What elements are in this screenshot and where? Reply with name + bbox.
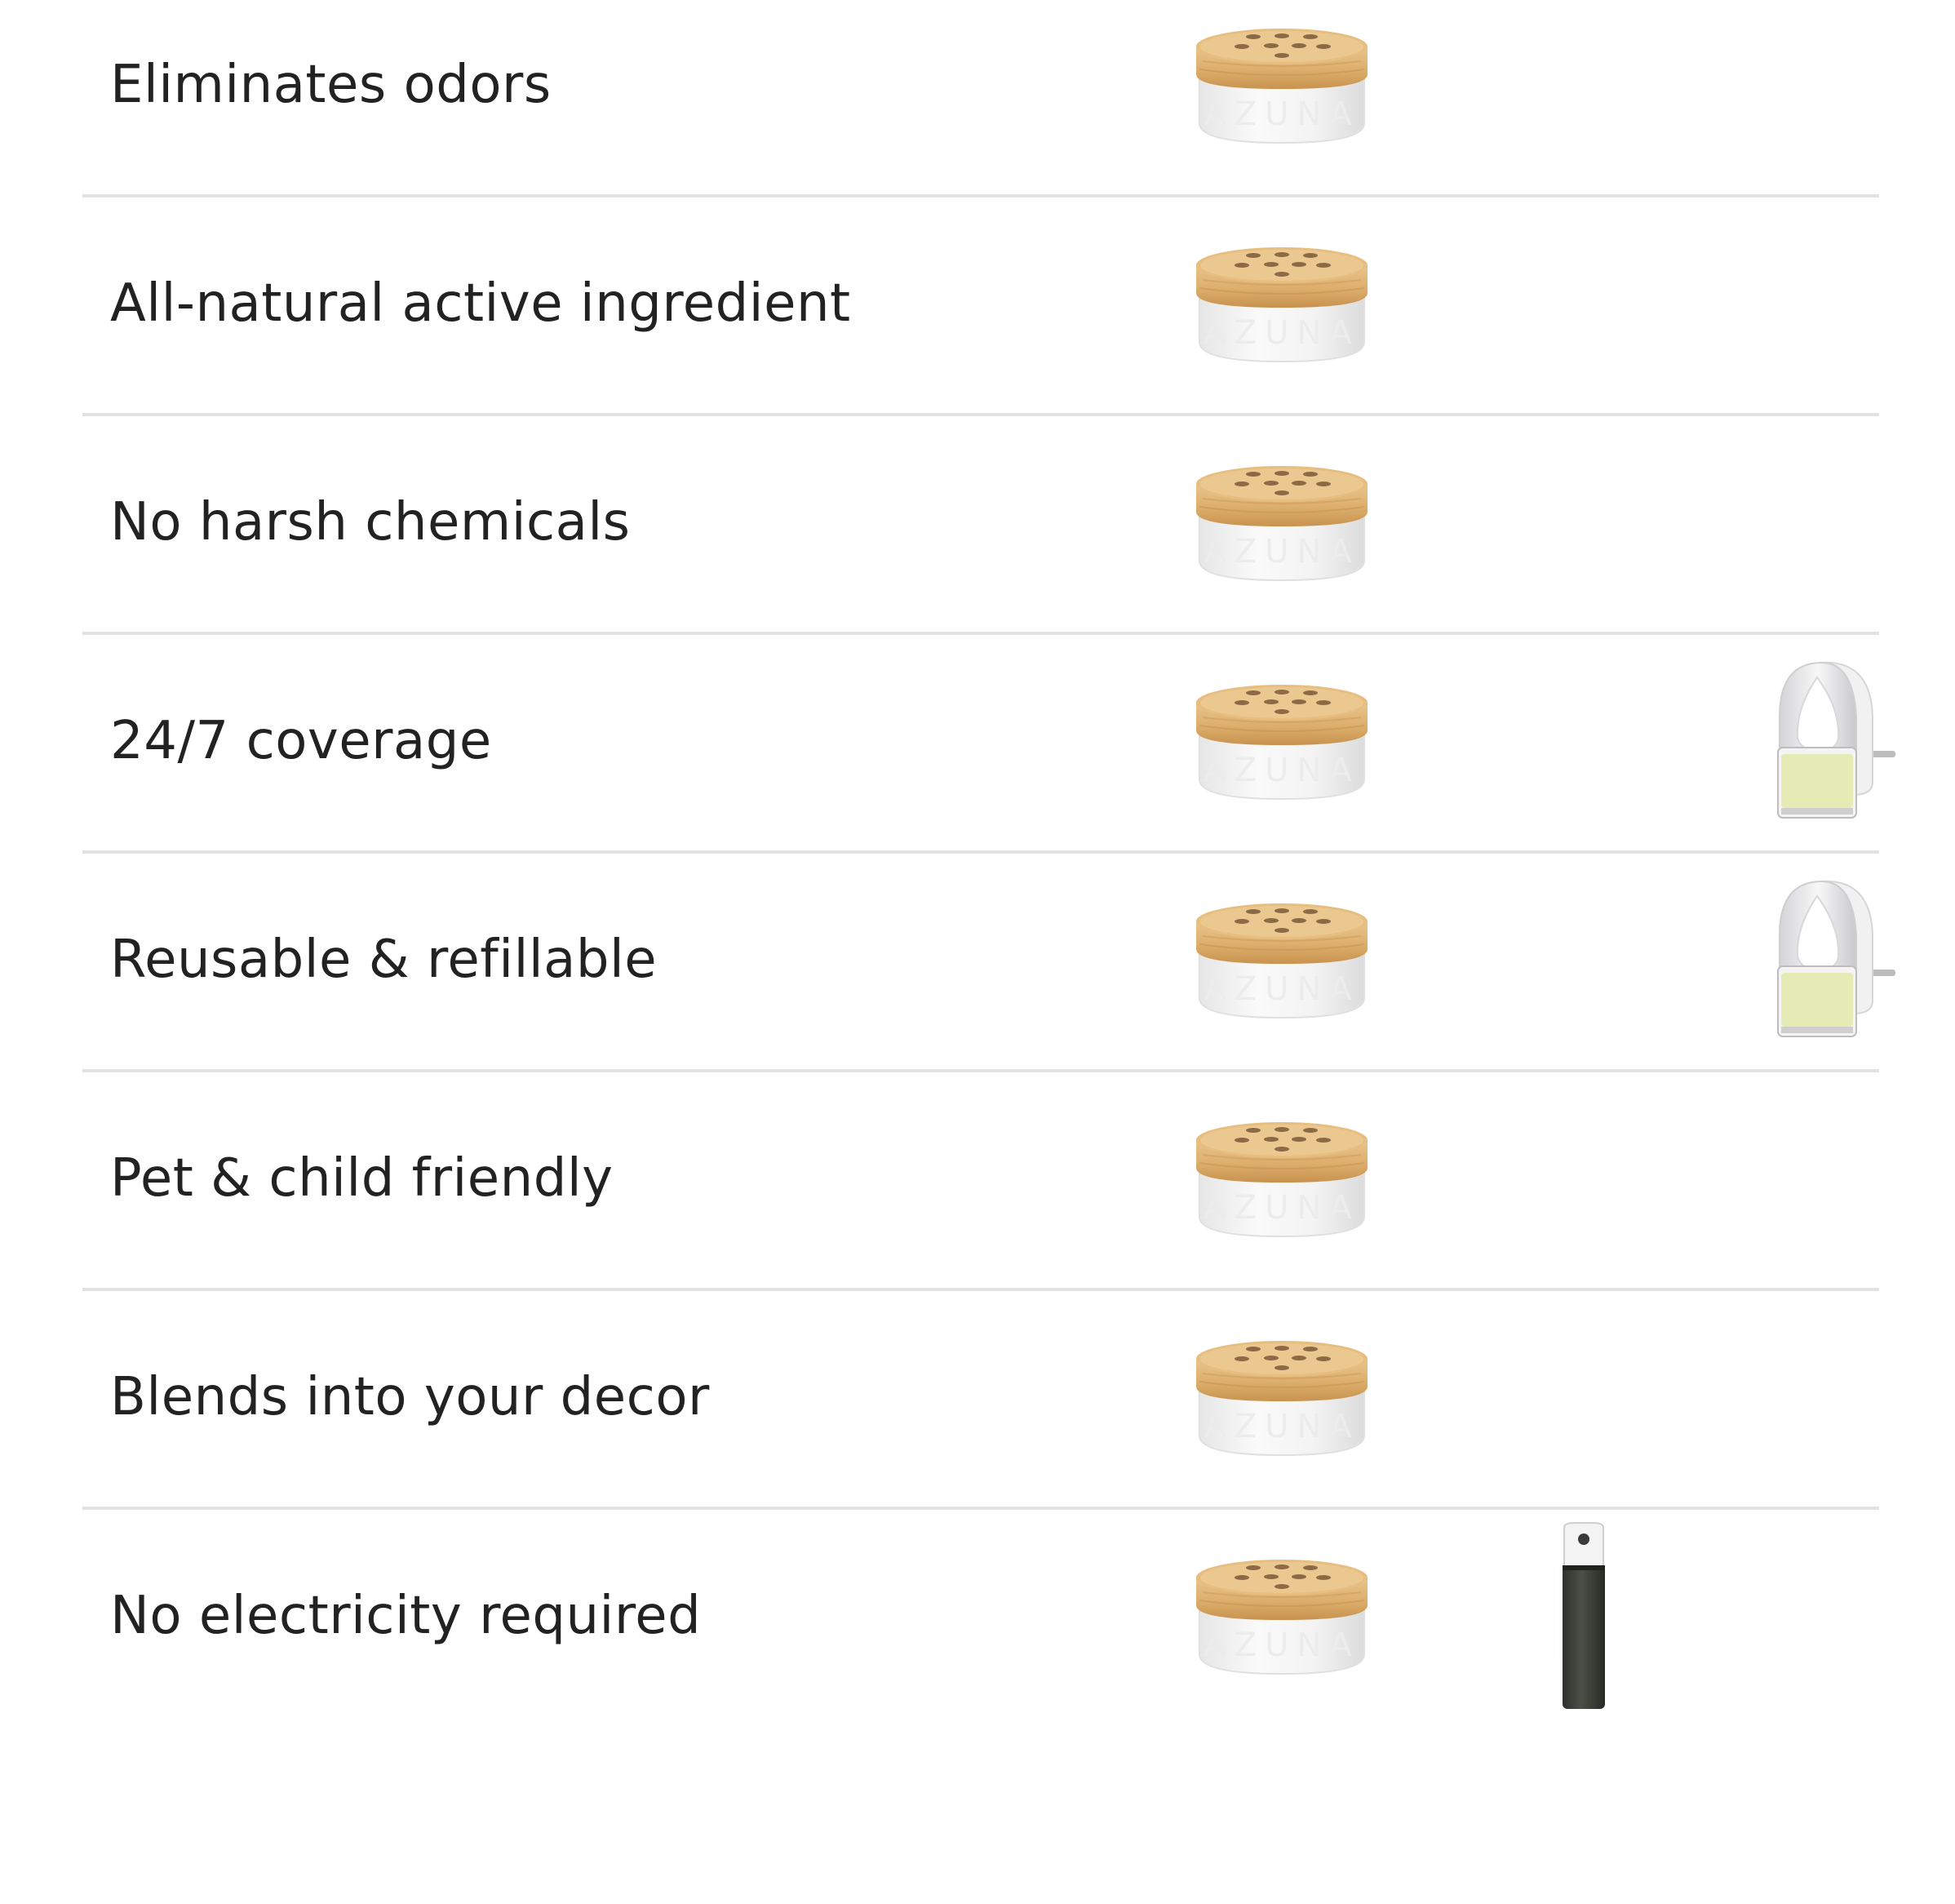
spray-product-cell	[1429, 850, 1739, 1069]
wooden-lid-jar-icon: AZUNA	[1196, 247, 1368, 363]
comparison-row: No electricity required AZUNA	[82, 1507, 1879, 1725]
plug-in-diffuser-icon	[1777, 880, 1895, 1037]
row-divider	[82, 194, 1879, 198]
wooden-lid-jar-icon: AZUNA	[1196, 1122, 1368, 1238]
wooden-lid-jar-icon: AZUNA	[1196, 1341, 1368, 1457]
svg-text:AZUNA: AZUNA	[1204, 1408, 1359, 1445]
plug-in-diffuser-icon	[1777, 661, 1895, 819]
plugin-product-cell	[1714, 413, 1955, 632]
comparison-row: Reusable & refillable AZUNA	[82, 850, 1895, 1069]
plugin-product-cell	[1714, 1288, 1955, 1507]
comparison-row: Eliminates odors AZUNA	[82, 0, 1879, 194]
row-divider	[82, 1288, 1879, 1291]
svg-text:AZUNA: AZUNA	[1204, 95, 1359, 133]
spray-product-cell	[1429, 632, 1739, 850]
row-divider	[82, 1507, 1879, 1510]
feature-label: No harsh chemicals	[110, 492, 631, 553]
jar-product-cell: AZUNA	[1168, 1288, 1396, 1507]
feature-label: No electricity required	[110, 1586, 702, 1646]
plugin-product-cell	[1714, 1507, 1955, 1725]
wooden-lid-jar-icon: AZUNA	[1196, 1560, 1368, 1675]
jar-product-cell: AZUNA	[1168, 194, 1396, 413]
plugin-product-cell	[1714, 1069, 1955, 1288]
feature-label: Eliminates odors	[110, 55, 552, 115]
feature-label: All-natural active ingredient	[110, 273, 851, 334]
spray-product-cell	[1429, 413, 1739, 632]
row-divider	[82, 850, 1879, 854]
wooden-lid-jar-icon: AZUNA	[1196, 685, 1368, 801]
svg-text:AZUNA: AZUNA	[1204, 752, 1359, 789]
svg-text:AZUNA: AZUNA	[1204, 314, 1359, 352]
jar-product-cell: AZUNA	[1168, 1507, 1396, 1725]
plugin-product-cell	[1714, 194, 1955, 413]
comparison-row: Blends into your decor AZUNA	[82, 1288, 1879, 1507]
svg-text:AZUNA: AZUNA	[1204, 1189, 1359, 1227]
jar-product-cell: AZUNA	[1168, 1069, 1396, 1288]
jar-product-cell: AZUNA	[1168, 0, 1396, 194]
comparison-row: All-natural active ingredient AZUNA	[82, 194, 1879, 413]
spray-product-cell	[1429, 194, 1739, 413]
spray-product-cell	[1429, 0, 1739, 194]
wooden-lid-jar-icon: AZUNA	[1196, 466, 1368, 582]
svg-text:AZUNA: AZUNA	[1204, 533, 1359, 570]
svg-text:AZUNA: AZUNA	[1204, 970, 1359, 1008]
wooden-lid-jar-icon: AZUNA	[1196, 29, 1368, 144]
jar-product-cell: AZUNA	[1168, 632, 1396, 850]
svg-text:AZUNA: AZUNA	[1204, 1627, 1359, 1664]
spray-product-cell	[1429, 1507, 1739, 1725]
spray-bottle-icon	[1563, 1522, 1605, 1709]
comparison-row: Pet & child friendly AZUNA	[82, 1069, 1879, 1288]
plugin-product-cell	[1714, 0, 1955, 194]
feature-label: 24/7 coverage	[110, 711, 492, 771]
comparison-row: No harsh chemicals AZUNA	[82, 413, 1879, 632]
row-divider	[82, 1069, 1879, 1072]
plugin-product-cell	[1714, 850, 1955, 1069]
row-divider	[82, 632, 1879, 635]
wooden-lid-jar-icon: AZUNA	[1196, 903, 1368, 1019]
plugin-product-cell	[1714, 632, 1955, 850]
row-divider	[82, 413, 1879, 416]
feature-label: Reusable & refillable	[110, 930, 658, 990]
spray-product-cell	[1429, 1288, 1739, 1507]
jar-product-cell: AZUNA	[1168, 850, 1396, 1069]
feature-label: Pet & child friendly	[110, 1148, 614, 1209]
jar-product-cell: AZUNA	[1168, 413, 1396, 632]
feature-label: Blends into your decor	[110, 1367, 710, 1427]
comparison-row: 24/7 coverage AZUNA	[82, 632, 1895, 850]
spray-product-cell	[1429, 1069, 1739, 1288]
